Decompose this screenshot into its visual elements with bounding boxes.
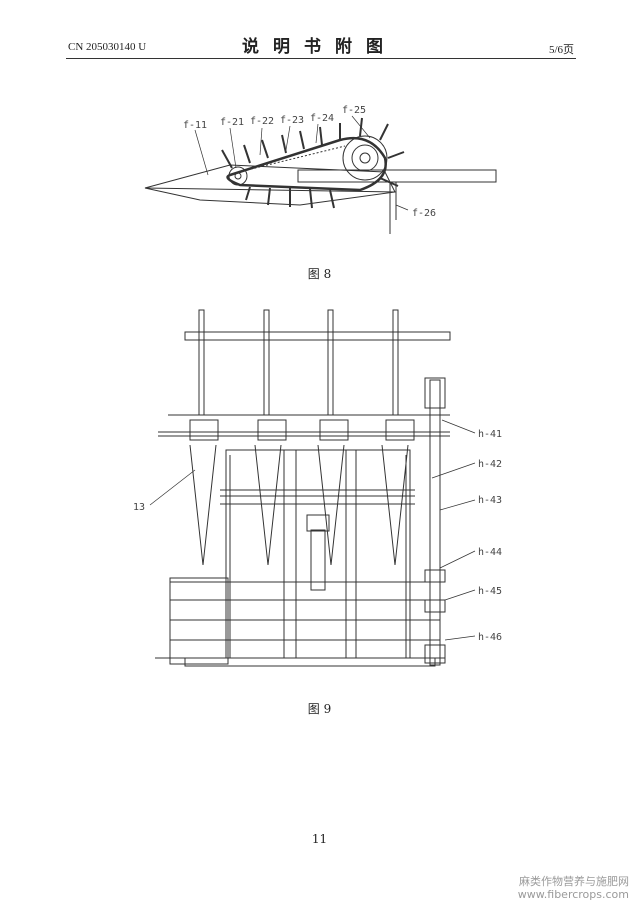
- frame-bar: [297, 169, 497, 183]
- page-number: 11: [311, 832, 328, 846]
- label-h-41: h-41: [478, 429, 502, 440]
- chain-loop: [226, 136, 387, 192]
- label-f-11: f-11: [183, 120, 207, 131]
- page-indicator: 5/6页: [548, 44, 574, 56]
- watermark: 麻类作物营养与施肥网 www.fibercrops.com: [518, 875, 629, 901]
- figure-9-caption: 图 9: [307, 702, 332, 716]
- label-f-25: f-25: [342, 105, 366, 116]
- watermark-line1: 麻类作物营养与施肥网: [519, 875, 629, 888]
- page-header: CN 205030140 U 说明书附图 5/6页: [0, 0, 639, 62]
- label-h-45: h-45: [478, 586, 502, 597]
- label-13: 13: [133, 502, 145, 513]
- watermark-line2: www.fibercrops.com: [517, 888, 629, 901]
- label-f-22: f-22: [250, 116, 274, 127]
- label-f-23: f-23: [280, 115, 304, 126]
- label-h-43: h-43: [478, 495, 502, 506]
- label-f-21: f-21: [220, 117, 244, 128]
- figure-8-labels: f-11 f-21 f-22 f-23 f-24 f-25 f-26: [183, 105, 436, 219]
- label-f-24: f-24: [310, 113, 334, 124]
- label-h-46: h-46: [478, 632, 502, 643]
- small-sprocket: [228, 166, 248, 186]
- figure-9-drawing: [149, 309, 476, 667]
- label-h-44: h-44: [478, 547, 502, 558]
- large-sprocket: [342, 135, 388, 181]
- label-h-42: h-42: [478, 459, 502, 470]
- figure-9-labels: 13 h-41 h-42 h-43 h-44 h-45 h-46: [133, 429, 502, 643]
- patent-number: CN 205030140 U: [68, 41, 147, 53]
- label-f-26: f-26: [412, 208, 436, 219]
- figure-8-caption: 图 8: [307, 267, 332, 281]
- document-title: 说明书附图: [242, 37, 397, 57]
- header-rule: [66, 58, 576, 59]
